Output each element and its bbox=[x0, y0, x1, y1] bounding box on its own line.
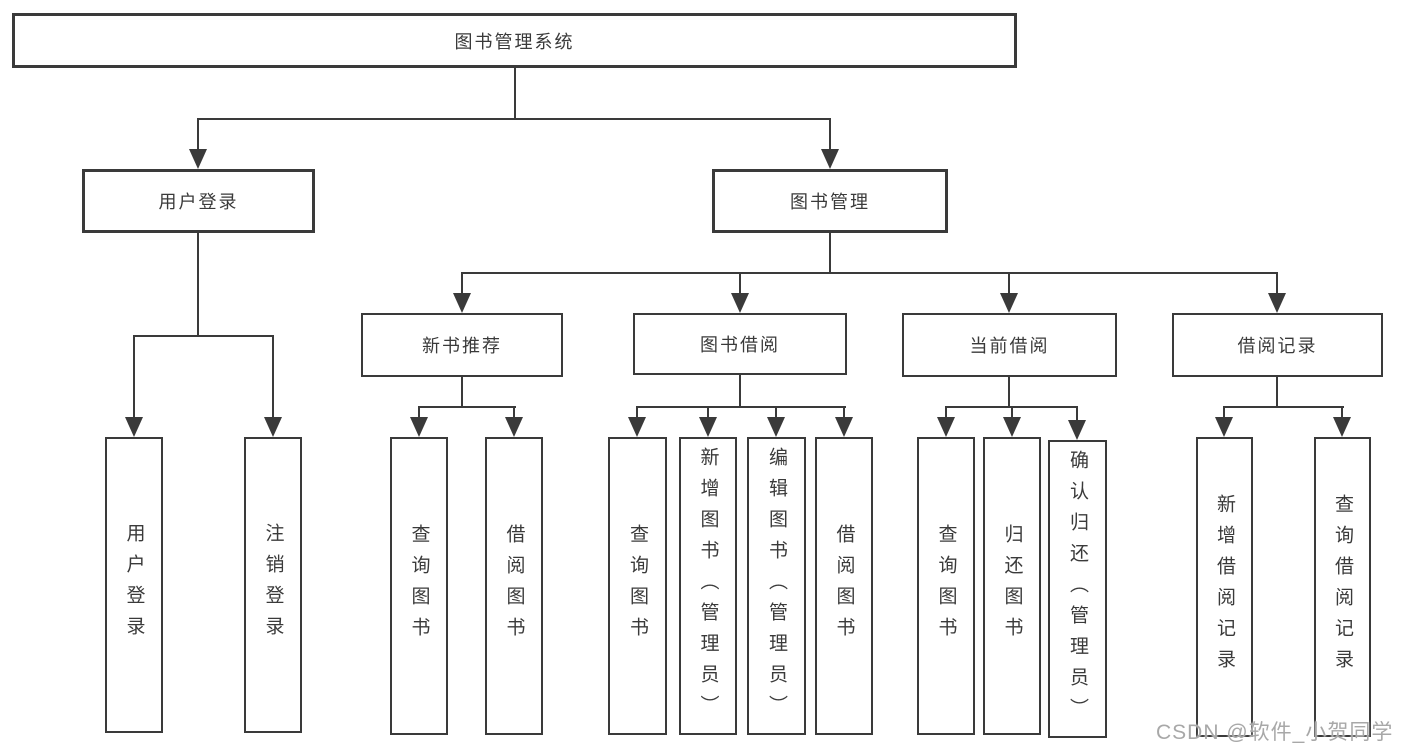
arrow-down-icon bbox=[937, 417, 955, 437]
connector-line bbox=[739, 272, 741, 295]
connector-line bbox=[197, 118, 199, 154]
connector-line bbox=[1008, 272, 1010, 295]
arrow-down-icon bbox=[264, 417, 282, 437]
arrow-down-icon bbox=[1215, 417, 1233, 437]
connector-line bbox=[1276, 272, 1278, 295]
node-borrowing-records-label: 借阅记录 bbox=[1237, 336, 1318, 356]
arrow-down-icon bbox=[189, 149, 207, 169]
node-book-borrowing-label: 图书借阅 bbox=[700, 335, 780, 355]
node-leaf-add-borrow-record: 新增借阅记录 bbox=[1196, 437, 1253, 737]
node-leaf-logout: 注销登录 bbox=[244, 437, 302, 733]
node-current-borrowing: 当前借阅 bbox=[902, 313, 1117, 377]
node-book-management-label: 图书管理 bbox=[790, 192, 870, 212]
node-leaf-borrow-book-recommend: 借阅图书 bbox=[485, 437, 543, 735]
node-leaf-query-book-borrowing: 查询图书 bbox=[608, 437, 667, 735]
connector-line bbox=[1076, 406, 1078, 423]
node-leaf-query-borrow-record-label: 查询借阅记录 bbox=[1332, 494, 1353, 680]
connector-line bbox=[197, 233, 199, 335]
arrow-down-icon bbox=[731, 293, 749, 313]
connector-line bbox=[1008, 377, 1010, 406]
connector-line bbox=[133, 335, 135, 419]
csdn-watermark: CSDN @软件_小贺同学 bbox=[1156, 721, 1394, 744]
node-leaf-query-book-borrowing-label: 查询图书 bbox=[627, 524, 648, 648]
node-root-label: 图书管理系统 bbox=[454, 31, 575, 52]
connector-line bbox=[514, 68, 516, 119]
node-leaf-borrow-book-recommend-label: 借阅图书 bbox=[503, 524, 525, 648]
arrow-down-icon bbox=[835, 417, 853, 437]
connector-line bbox=[133, 335, 274, 337]
node-book-borrowing: 图书借阅 bbox=[633, 313, 847, 375]
connector-line bbox=[418, 406, 420, 420]
connector-line bbox=[843, 406, 845, 420]
node-leaf-return-book: 归还图书 bbox=[983, 437, 1041, 735]
node-leaf-query-book-current-label: 查询图书 bbox=[935, 524, 957, 648]
arrow-down-icon bbox=[125, 417, 143, 437]
connector-line bbox=[1223, 406, 1225, 420]
node-user-login-label: 用户登录 bbox=[158, 192, 239, 212]
arrow-down-icon bbox=[453, 293, 471, 313]
node-leaf-confirm-return-admin: 确认归还（管理员） bbox=[1048, 440, 1107, 738]
node-leaf-add-book-admin-label: 新增图书（管理员） bbox=[697, 446, 719, 726]
connector-line bbox=[197, 118, 831, 120]
arrow-down-icon bbox=[1068, 420, 1086, 440]
node-leaf-return-book-label: 归还图书 bbox=[1001, 524, 1023, 648]
node-leaf-logout-label: 注销登录 bbox=[262, 523, 284, 647]
node-leaf-borrow-book-label: 借阅图书 bbox=[833, 524, 855, 648]
connector-line bbox=[1011, 406, 1013, 420]
node-root: 图书管理系统 bbox=[12, 13, 1017, 68]
arrow-down-icon bbox=[1000, 293, 1018, 313]
connector-line bbox=[461, 272, 463, 295]
node-new-book-recommend: 新书推荐 bbox=[361, 313, 563, 377]
connector-line bbox=[707, 406, 709, 420]
node-leaf-user-login: 用户登录 bbox=[105, 437, 163, 733]
node-leaf-borrow-book: 借阅图书 bbox=[815, 437, 873, 735]
connector-line bbox=[1223, 406, 1344, 408]
connector-line bbox=[1276, 377, 1278, 406]
node-leaf-query-borrow-record: 查询借阅记录 bbox=[1314, 437, 1371, 737]
arrow-down-icon bbox=[410, 417, 428, 437]
connector-line bbox=[829, 233, 831, 272]
node-user-login: 用户登录 bbox=[82, 169, 315, 233]
connector-line bbox=[461, 377, 463, 406]
connector-line bbox=[1341, 406, 1343, 420]
connector-line bbox=[945, 406, 947, 420]
arrow-down-icon bbox=[821, 149, 839, 169]
arrow-down-icon bbox=[767, 417, 785, 437]
node-leaf-edit-book-admin: 编辑图书（管理员） bbox=[747, 437, 806, 735]
node-leaf-add-book-admin: 新增图书（管理员） bbox=[679, 437, 737, 735]
node-new-book-recommend-label: 新书推荐 bbox=[422, 336, 502, 356]
node-borrowing-records: 借阅记录 bbox=[1172, 313, 1383, 377]
node-leaf-edit-book-admin-label: 编辑图书（管理员） bbox=[766, 446, 787, 726]
connector-line bbox=[636, 406, 846, 408]
connector-line bbox=[272, 335, 274, 419]
connector-line bbox=[775, 406, 777, 420]
node-leaf-query-book-current: 查询图书 bbox=[917, 437, 975, 735]
arrow-down-icon bbox=[1333, 417, 1351, 437]
arrow-down-icon bbox=[699, 417, 717, 437]
node-leaf-confirm-return-admin-label: 确认归还（管理员） bbox=[1067, 449, 1088, 729]
node-current-borrowing-label: 当前借阅 bbox=[969, 336, 1050, 356]
node-book-management: 图书管理 bbox=[712, 169, 948, 233]
connector-line bbox=[829, 118, 831, 154]
arrow-down-icon bbox=[1268, 293, 1286, 313]
node-leaf-add-borrow-record-label: 新增借阅记录 bbox=[1214, 494, 1235, 680]
node-leaf-query-book-recommend: 查询图书 bbox=[390, 437, 448, 735]
connector-line bbox=[636, 406, 638, 420]
connector-line bbox=[513, 406, 515, 420]
connector-line bbox=[739, 375, 741, 406]
arrow-down-icon bbox=[505, 417, 523, 437]
node-leaf-user-login-label: 用户登录 bbox=[123, 523, 145, 647]
connector-line bbox=[461, 272, 1278, 274]
connector-line bbox=[418, 406, 516, 408]
node-leaf-query-book-recommend-label: 查询图书 bbox=[408, 524, 430, 648]
arrow-down-icon bbox=[628, 417, 646, 437]
arrow-down-icon bbox=[1003, 417, 1021, 437]
